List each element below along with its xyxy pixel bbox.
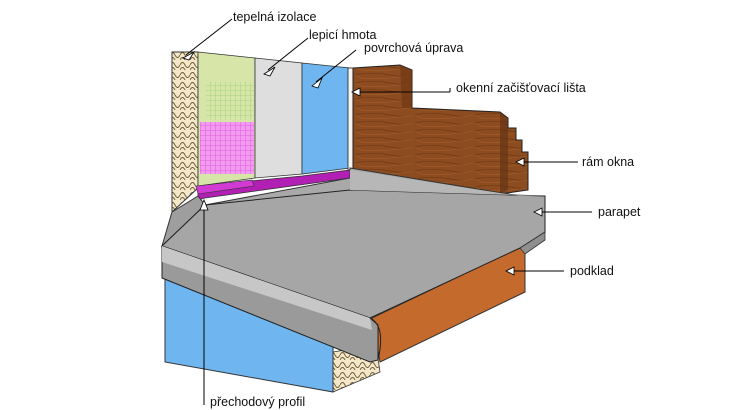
- label-window-frame: rám okna: [582, 155, 634, 169]
- surface-finish-layer: [301, 62, 351, 175]
- label-adhesive: lepicí hmota: [309, 28, 376, 42]
- leader-thermal-insulation: [182, 18, 233, 61]
- label-sill: parapet: [598, 205, 641, 219]
- thermal-insulation-layer: [171, 51, 199, 214]
- adhesive-mortar-layer: [254, 57, 303, 179]
- window-frame: [352, 64, 529, 195]
- leader-window-trim: [351, 87, 451, 97]
- window-trim-strip: [347, 67, 354, 171]
- leader-transition-profile: [199, 198, 209, 405]
- label-transition-profile: přechodový profil: [210, 395, 305, 409]
- sill-plate: [160, 167, 546, 363]
- leader-surface-finish: [311, 49, 357, 89]
- label-window-trim-strip: okenní začišťovací lišta: [456, 81, 586, 95]
- leader-window-frame: [515, 157, 578, 167]
- leader-adhesive: [263, 37, 309, 77]
- leader-substrate: [505, 266, 564, 276]
- label-surface-finish: povrchová úprava: [364, 41, 463, 55]
- label-thermal-insulation: tepelná izolace: [233, 10, 316, 24]
- label-substrate: podklad: [570, 264, 614, 278]
- leader-sill: [533, 207, 592, 217]
- adhesive-layer: [197, 51, 256, 187]
